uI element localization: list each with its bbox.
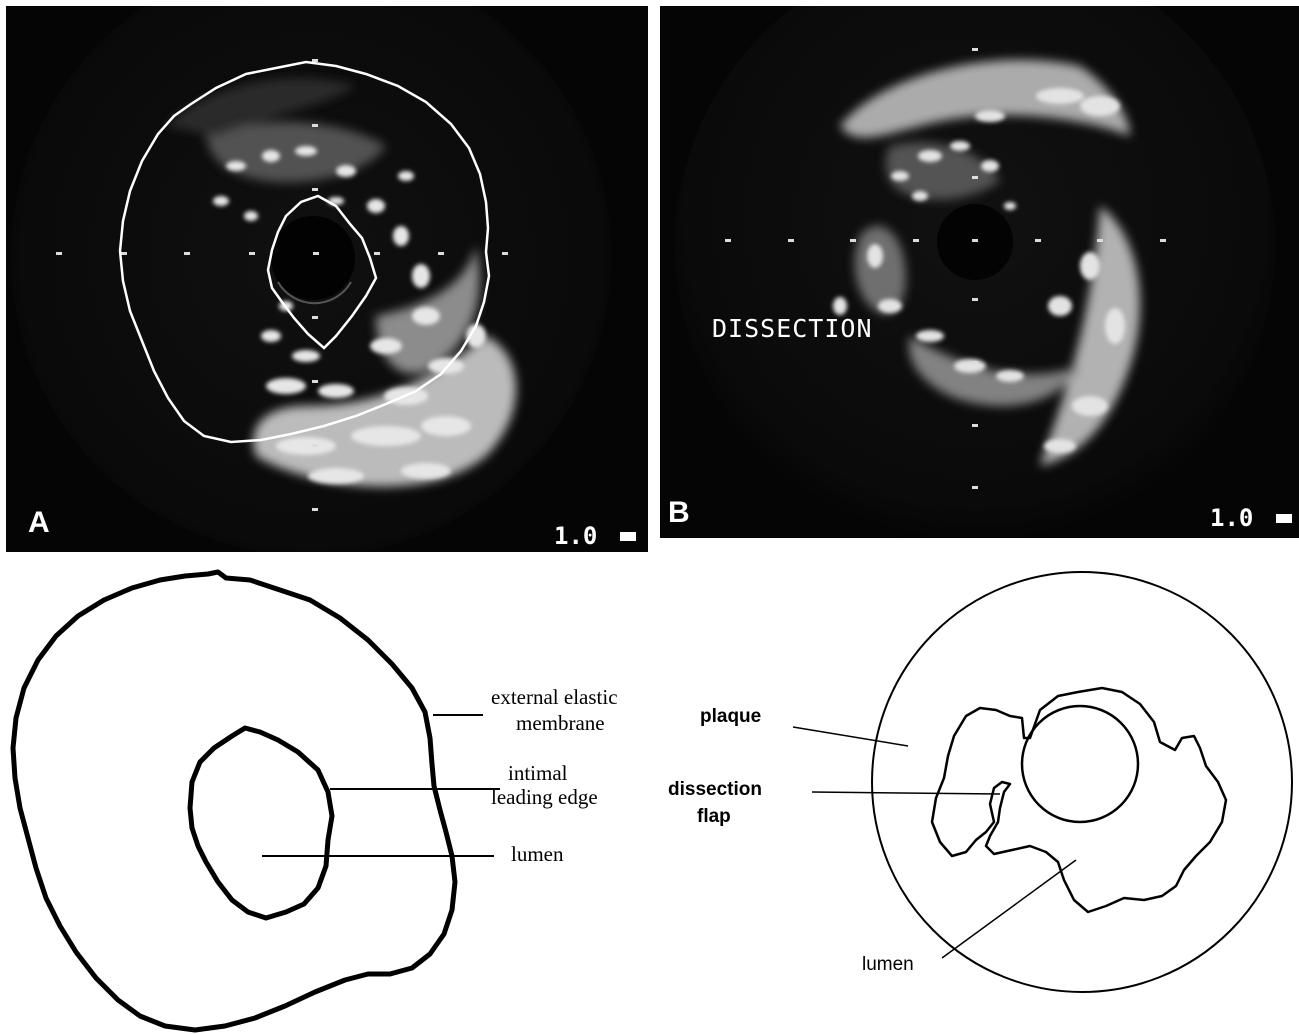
diagram-b-vessel-circle xyxy=(872,572,1292,992)
panel-letter-b: B xyxy=(668,498,690,528)
ivus-image-b: DISSECTION B 1.0 xyxy=(660,6,1299,538)
ivus-image-b-graphic xyxy=(660,6,1299,538)
diagram-b-lumen-outline xyxy=(932,688,1226,912)
schematic-diagrams: external elastic membrane intimal leadin… xyxy=(0,560,1299,1034)
dissection-annotation: DISSECTION xyxy=(712,316,873,341)
label-lumen-b: lumen xyxy=(862,954,914,976)
scale-label-b: 1.0 xyxy=(1210,506,1253,530)
scale-label-a: 1.0 xyxy=(554,524,597,548)
label-eem-line1: external elastic xyxy=(491,687,618,708)
label-intimal-line1: intimal xyxy=(508,763,568,784)
label-eem-line2: membrane xyxy=(516,713,605,734)
diagram-a-lumen-outline xyxy=(190,728,332,918)
scale-bar-a xyxy=(620,532,636,541)
ivus-image-a: A 1.0 xyxy=(6,6,648,552)
scale-bar-b xyxy=(1276,514,1292,523)
leader-dissection xyxy=(812,792,1000,794)
label-intimal-line2: leading edge xyxy=(491,787,598,808)
leader-plaque xyxy=(793,727,908,746)
diagram-b-catheter-circle xyxy=(1022,706,1138,822)
diagram-a-eem-outline xyxy=(13,572,455,1030)
label-lumen-a: lumen xyxy=(511,844,564,865)
leader-lumen-b xyxy=(942,860,1076,958)
ivus-image-a-graphic xyxy=(6,6,648,552)
label-dissection-line2: flap xyxy=(697,806,731,828)
catheter-lumen-a xyxy=(271,216,355,300)
panel-letter-a: A xyxy=(28,508,50,538)
label-dissection-line1: dissection xyxy=(668,779,762,801)
schematic-graphic xyxy=(0,560,1299,1034)
label-plaque: plaque xyxy=(700,706,761,728)
